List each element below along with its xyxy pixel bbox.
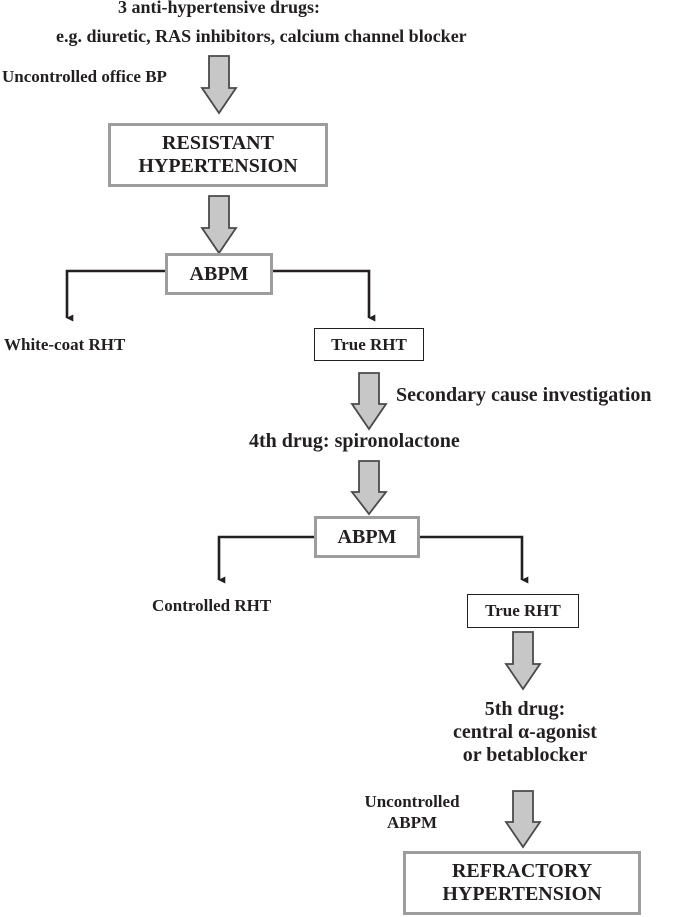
refractory-line-1: REFRACTORY — [451, 860, 593, 882]
fourth-drug-label: 4th drug: spironolactone — [249, 430, 460, 452]
block-arrow-to-fourth-drug — [350, 372, 388, 431]
true-rht-box-1: True RHT — [314, 328, 424, 361]
branch-line-true-rht-2 — [419, 535, 529, 584]
resistant-hypertension-box: RESISTANT HYPERTENSION — [108, 123, 328, 187]
top-line-1: 3 anti-hypertensive drugs: — [118, 0, 320, 17]
branch-line-true-rht-1 — [272, 269, 376, 322]
uncontrolled-abpm-line-1: Uncontrolled — [364, 792, 460, 811]
block-arrow-to-fifth-drug — [504, 631, 542, 691]
block-arrow-to-abpm-2 — [350, 460, 388, 516]
true-rht-box-2: True RHT — [467, 594, 579, 628]
fifth-drug-line-3: or betablocker — [462, 744, 588, 766]
fifth-drug-line-1: 5th drug: — [484, 698, 566, 720]
block-arrow-to-abpm-1 — [200, 195, 238, 255]
uncontrolled-abpm-line-2: ABPM — [386, 813, 438, 833]
abpm-box-1: ABPM — [165, 253, 273, 295]
block-arrow-to-resistant — [200, 55, 238, 115]
top-line-2: e.g. diuretic, RAS inhibitors, calcium c… — [56, 26, 467, 46]
branch-line-white-coat — [65, 269, 165, 322]
refractory-hypertension-box: REFRACTORY HYPERTENSION — [403, 851, 641, 915]
uncontrolled-office-bp-label: Uncontrolled office BP — [2, 67, 167, 86]
controlled-rht-label: Controlled RHT — [152, 596, 272, 615]
resistant-line-2: HYPERTENSION — [138, 155, 298, 177]
resistant-line-1: RESISTANT — [162, 132, 274, 154]
abpm-box-2: ABPM — [314, 516, 420, 558]
secondary-cause-label: Secondary cause investigation — [396, 384, 652, 406]
refractory-line-2: HYPERTENSION — [442, 883, 602, 905]
fifth-drug-block: 5th drug: central α-agonist or betablock… — [440, 698, 610, 767]
block-arrow-to-refractory — [504, 790, 542, 849]
uncontrolled-abpm-block: Uncontrolled ABPM — [352, 791, 472, 834]
white-coat-rht-label: White-coat RHT — [4, 335, 126, 354]
branch-line-controlled — [217, 535, 314, 584]
fifth-drug-line-2: central α-agonist — [453, 721, 597, 743]
